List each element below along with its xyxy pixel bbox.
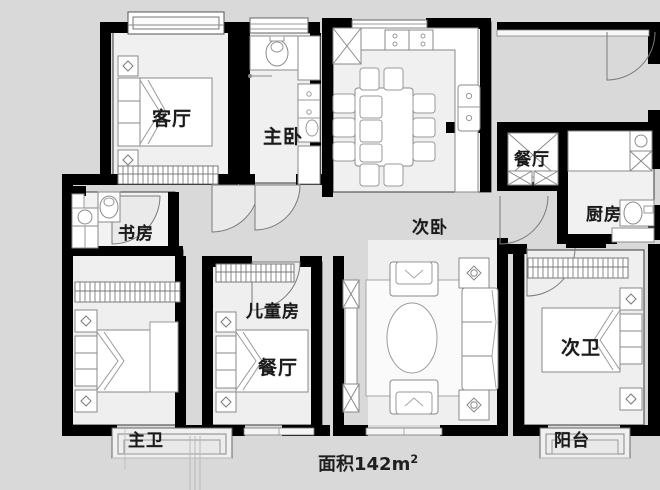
room-label-shufang: 书房 [118,224,154,244]
door-swings [111,31,656,470]
room-label-yangtai: 阳台 [554,431,590,451]
room-label-zhuwo: 主卧 [263,126,304,148]
room-label-ciwo: 次卧 [412,218,448,238]
area-text: 面积142m [318,454,411,475]
room-label-canting-right: 餐厅 [514,150,550,170]
room-label-ciwei: 次卫 [561,337,602,359]
area-label: 面积142m2 [318,450,418,476]
furniture [71,27,655,421]
room-label-ertongfang: 儿童房 [246,302,300,322]
room-label-chufang: 厨房 [586,205,622,225]
room-label-canting-bottom: 餐厅 [258,357,299,379]
room-label-keting: 客厅 [152,108,193,130]
windows [111,11,650,459]
area-unit-superscript: 2 [410,453,419,466]
exterior-outline [112,436,630,490]
room-label-zhuwei: 主卫 [128,431,164,451]
